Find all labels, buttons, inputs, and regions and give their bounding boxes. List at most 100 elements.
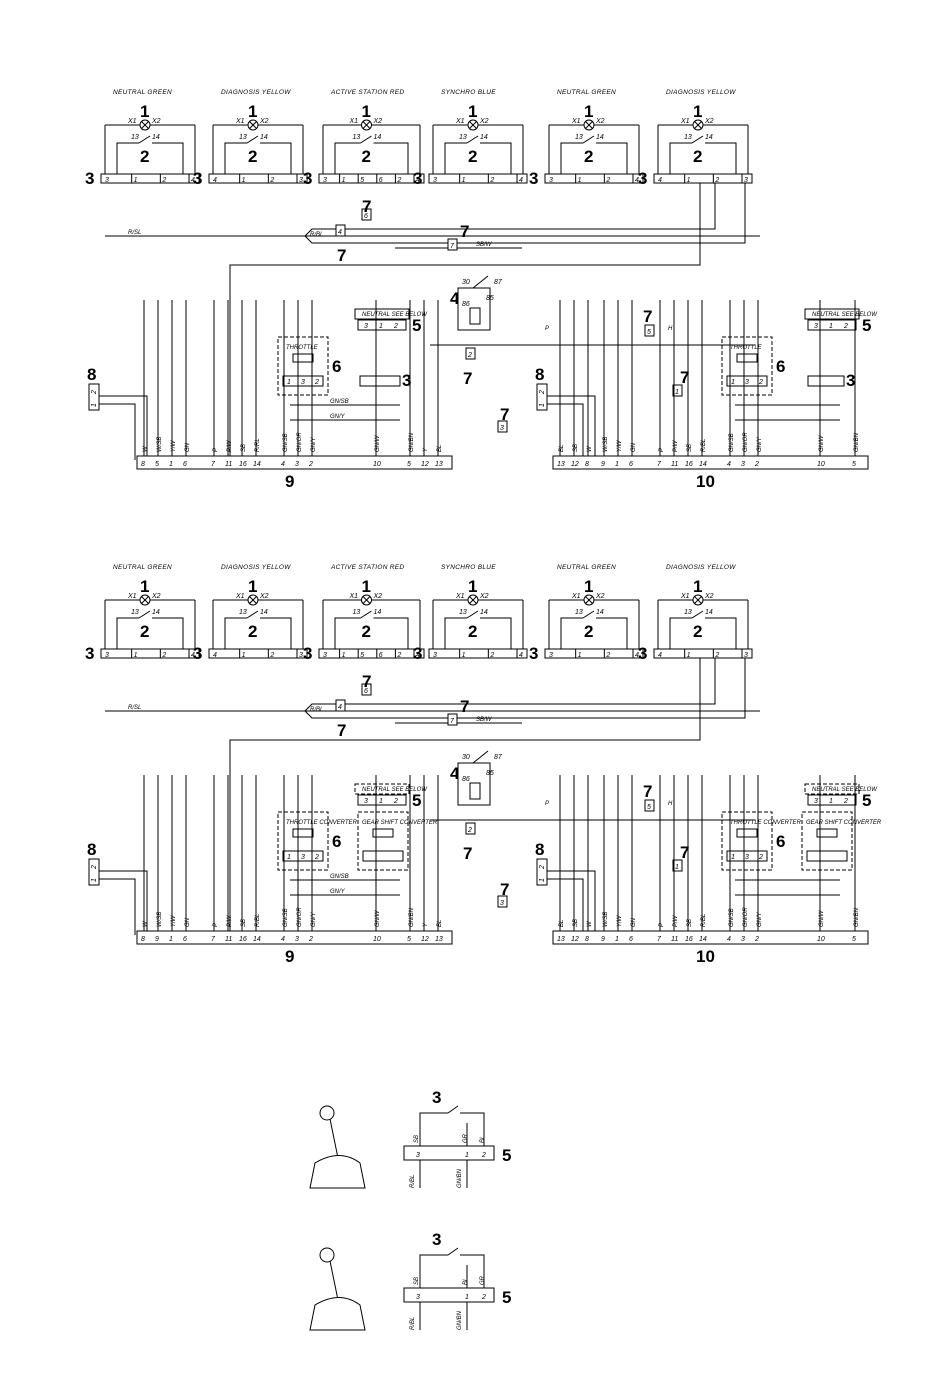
wire-path [480,142,512,174]
wire-path [224,617,247,649]
neutral-pin: 3 [364,798,368,805]
wire-path [444,142,467,174]
wire-label-sbw: SB/W [476,717,493,723]
switch-14: 14 [596,134,604,141]
tag-box [335,224,346,237]
connector-pin: 2 [269,652,274,659]
connector-3 [653,173,753,184]
connector-pin: 4 [213,177,217,184]
conn-wire-label: P [213,448,219,452]
callout-7: 7 [463,369,472,388]
neutral-connector [357,794,407,806]
detail-wire-top: BL [463,1278,469,1285]
tag-7: 2 [465,347,476,360]
conn-pin: 2 [754,461,759,468]
x1-label: X1 [349,593,359,600]
conn-pin: 5 [407,936,411,943]
connector-pin: 4 [635,652,639,659]
x2-label: X2 [259,118,269,125]
tag-7: 5 [644,324,655,337]
plug-pin: 2 [91,390,98,395]
x1-label: X1 [235,593,245,600]
connector-3 [544,648,644,659]
station-header: NEUTRAL GREEN [557,89,616,96]
connector-pin: 6 [379,177,383,184]
wire-path [260,142,292,174]
connector-pin: 1 [342,652,346,659]
neutral-pin: 3 [364,323,368,330]
wire-label-rbl: R/BL [310,707,323,713]
callout-1: 1 [693,577,702,596]
conn-wire-label: GN/OR [743,907,749,927]
switch-blade [138,610,151,619]
switch-14: 14 [705,609,713,616]
connector-pin: 3 [744,177,748,184]
conn-pin: 12 [571,461,579,468]
conn-pin: 11 [671,936,678,943]
callout-5: 5 [862,791,871,810]
switch-14: 14 [374,134,382,141]
tag-box [447,238,458,251]
connector-pin: 3 [549,652,553,659]
wire-label-h: H [668,801,673,807]
tag-number: 3 [500,900,504,907]
throttle-pin: 1 [287,379,291,386]
conn-pin: 3 [295,461,299,468]
switch-14: 14 [260,609,268,616]
connector-3 [208,173,308,184]
connector-pin: 3 [323,652,327,659]
conn-pin: 5 [852,936,856,943]
lever-base [309,1297,366,1331]
conn-pin: 14 [699,461,707,468]
callout-7: 7 [362,672,371,691]
throttle-pin: 2 [314,379,319,386]
x2-label: X2 [479,593,489,600]
switch-14: 14 [260,134,268,141]
callout-2: 2 [248,147,257,166]
wire-path [669,142,692,174]
tag-7: 7 [447,238,458,251]
wire-path [705,617,737,649]
neutral-title-box [354,783,410,795]
harness-rbl [304,183,716,237]
conn-wire-label: P/W [673,914,679,927]
connector-pin: 1 [687,177,691,184]
conn-wire-label: W/SB [157,437,163,452]
neutral-title: NEUTRAL SEE BELOW [812,787,878,793]
conn-pin: 6 [629,936,633,943]
wire-path [419,1112,448,1146]
throttle-connector [726,850,768,862]
conn-pin: 9 [601,461,605,468]
tag-7: 4 [335,699,346,712]
connector-9: 8W5W/SB1Y/W6GN7P11P/W16SB14R/RL4GN/SB3GN… [136,300,453,491]
neutral-title-box [804,783,860,795]
connector-3 [653,648,753,659]
connector-pin: 3 [323,177,327,184]
wire-path [224,142,247,174]
x1-label: X1 [680,118,690,125]
conn-pin: 14 [253,461,261,468]
throttle-label: THROTTLE [286,345,319,351]
wire-path [229,658,701,935]
conn-pin: 5 [852,461,856,468]
throttle-frame [277,336,329,396]
detail-pin: 1 [465,1152,469,1159]
plug-8-right: 812 [535,840,596,935]
conn-wire-label: GN/Y [757,436,763,452]
station-header: NEUTRAL GREEN [113,89,172,96]
switch-blade [582,610,595,619]
lever-base [309,1155,366,1189]
tag-box [672,384,683,397]
x1-label: X1 [455,593,465,600]
tag-box [497,420,508,433]
lamp-cross [585,121,593,129]
tag-7: 2 [465,822,476,835]
switch-13: 13 [131,134,139,141]
relay-pin: 86 [462,776,470,783]
connector-pin: 1 [342,177,346,184]
